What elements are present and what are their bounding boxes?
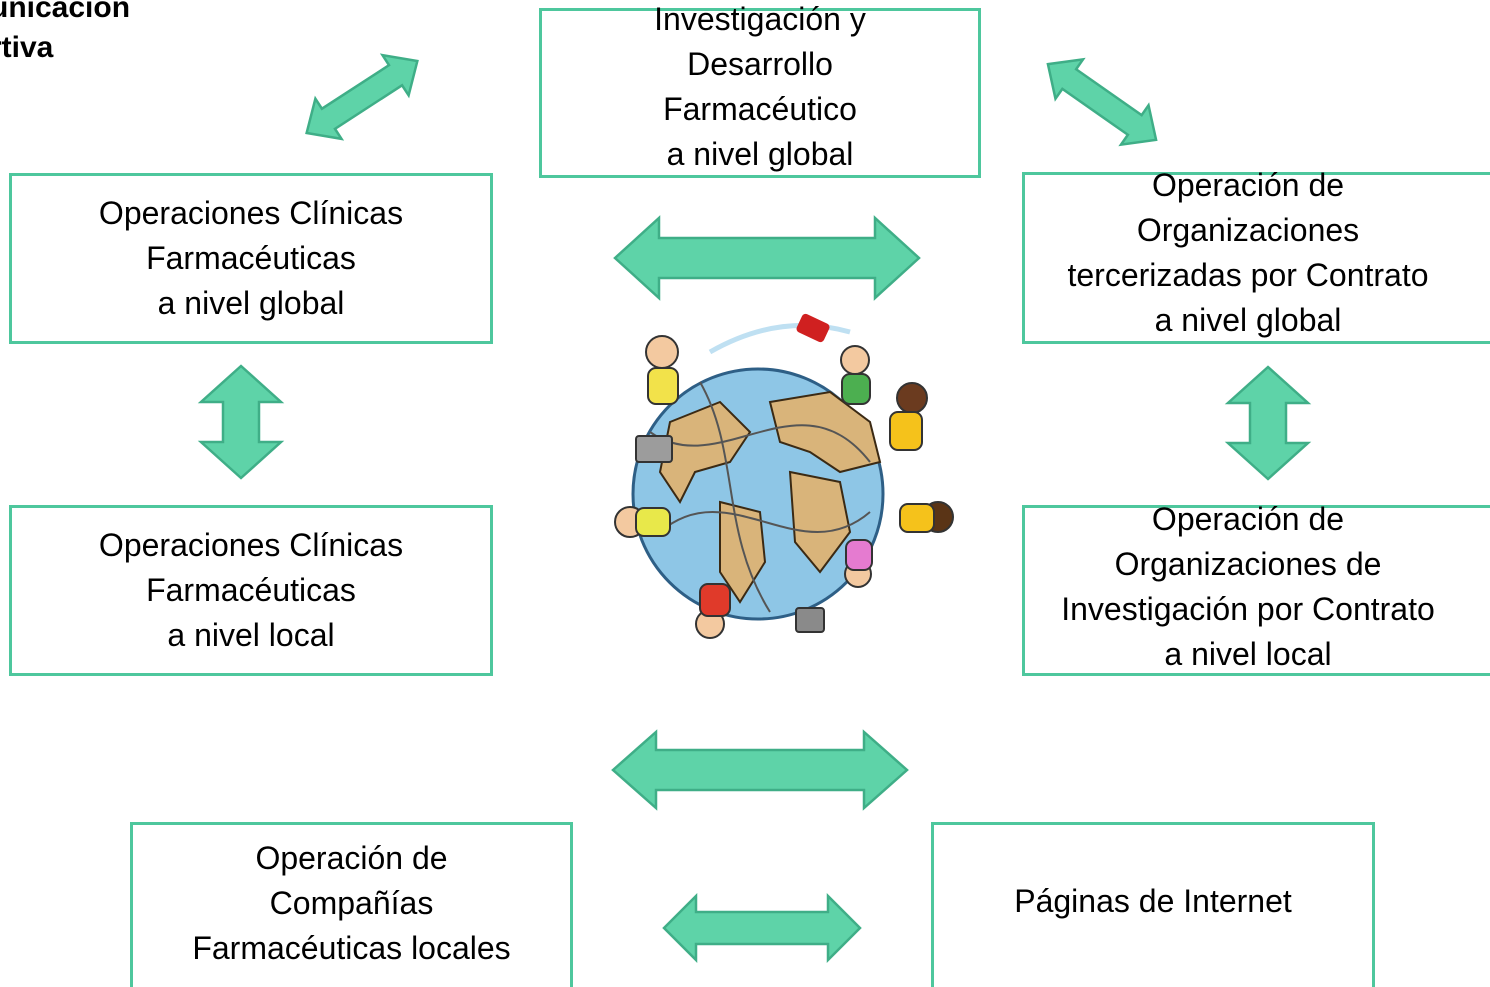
double-arrow-icon [305, 53, 419, 141]
box-clinical-global-label: Operaciones Clínicas Farmacéuticas a niv… [98, 195, 404, 321]
box-contract-global-label: Operación de Organizaciones tercerizadas… [1067, 167, 1429, 338]
continent-americas [658, 400, 752, 504]
box-clinical-global: Operaciones Clínicas Farmacéuticas a niv… [9, 173, 493, 344]
box-rd-global-label: Investigación y Desarrollo Farmacéutico … [654, 1, 866, 172]
continent-south-america [719, 500, 767, 604]
child-figure-icon [899, 501, 954, 533]
double-arrow-icon [662, 892, 862, 964]
cables-icon [649, 381, 871, 613]
rocket-can-icon [796, 313, 830, 343]
child-figure-icon [889, 382, 928, 451]
child-figure-icon [645, 335, 679, 405]
double-arrow-icon [1224, 365, 1312, 481]
box-internet-label: Páginas de Internet [1014, 882, 1292, 919]
double-arrow-icon [611, 729, 909, 811]
radio-icon [635, 435, 673, 463]
box-pharma-local-label: Operación de Compañías Farmacéuticas loc… [192, 839, 511, 966]
child-figure-icon [695, 583, 731, 639]
box-pharma-local: Operación de Compañías Farmacéuticas loc… [130, 822, 573, 987]
double-arrow-icon [613, 215, 921, 301]
box-cro-local-label: Operación de Organizaciones de Investiga… [1061, 500, 1435, 672]
globe-children-illustration [614, 313, 954, 639]
box-cro-local: Operación de Organizaciones de Investiga… [1022, 501, 1490, 676]
box-contract-global: Operación de Organizaciones tercerizadas… [1022, 167, 1490, 344]
banner-trail [708, 322, 851, 355]
child-figure-icon [844, 539, 873, 588]
child-figure-icon [614, 506, 671, 538]
child-figure-icon [840, 345, 871, 405]
double-arrow-icon [197, 364, 285, 480]
continent-eurasia [768, 390, 882, 474]
box-internet: Páginas de Internet [931, 822, 1375, 987]
diagram-title: unicación rtiva [0, 0, 131, 64]
box-clinical-local-label: Operaciones Clínicas Farmacéuticas a niv… [98, 527, 404, 653]
box-rd-global: Investigación y Desarrollo Farmacéutico … [539, 1, 981, 178]
speaker-icon [795, 607, 825, 633]
box-clinical-local: Operaciones Clínicas Farmacéuticas a niv… [9, 505, 493, 676]
double-arrow-icon [1046, 57, 1158, 147]
